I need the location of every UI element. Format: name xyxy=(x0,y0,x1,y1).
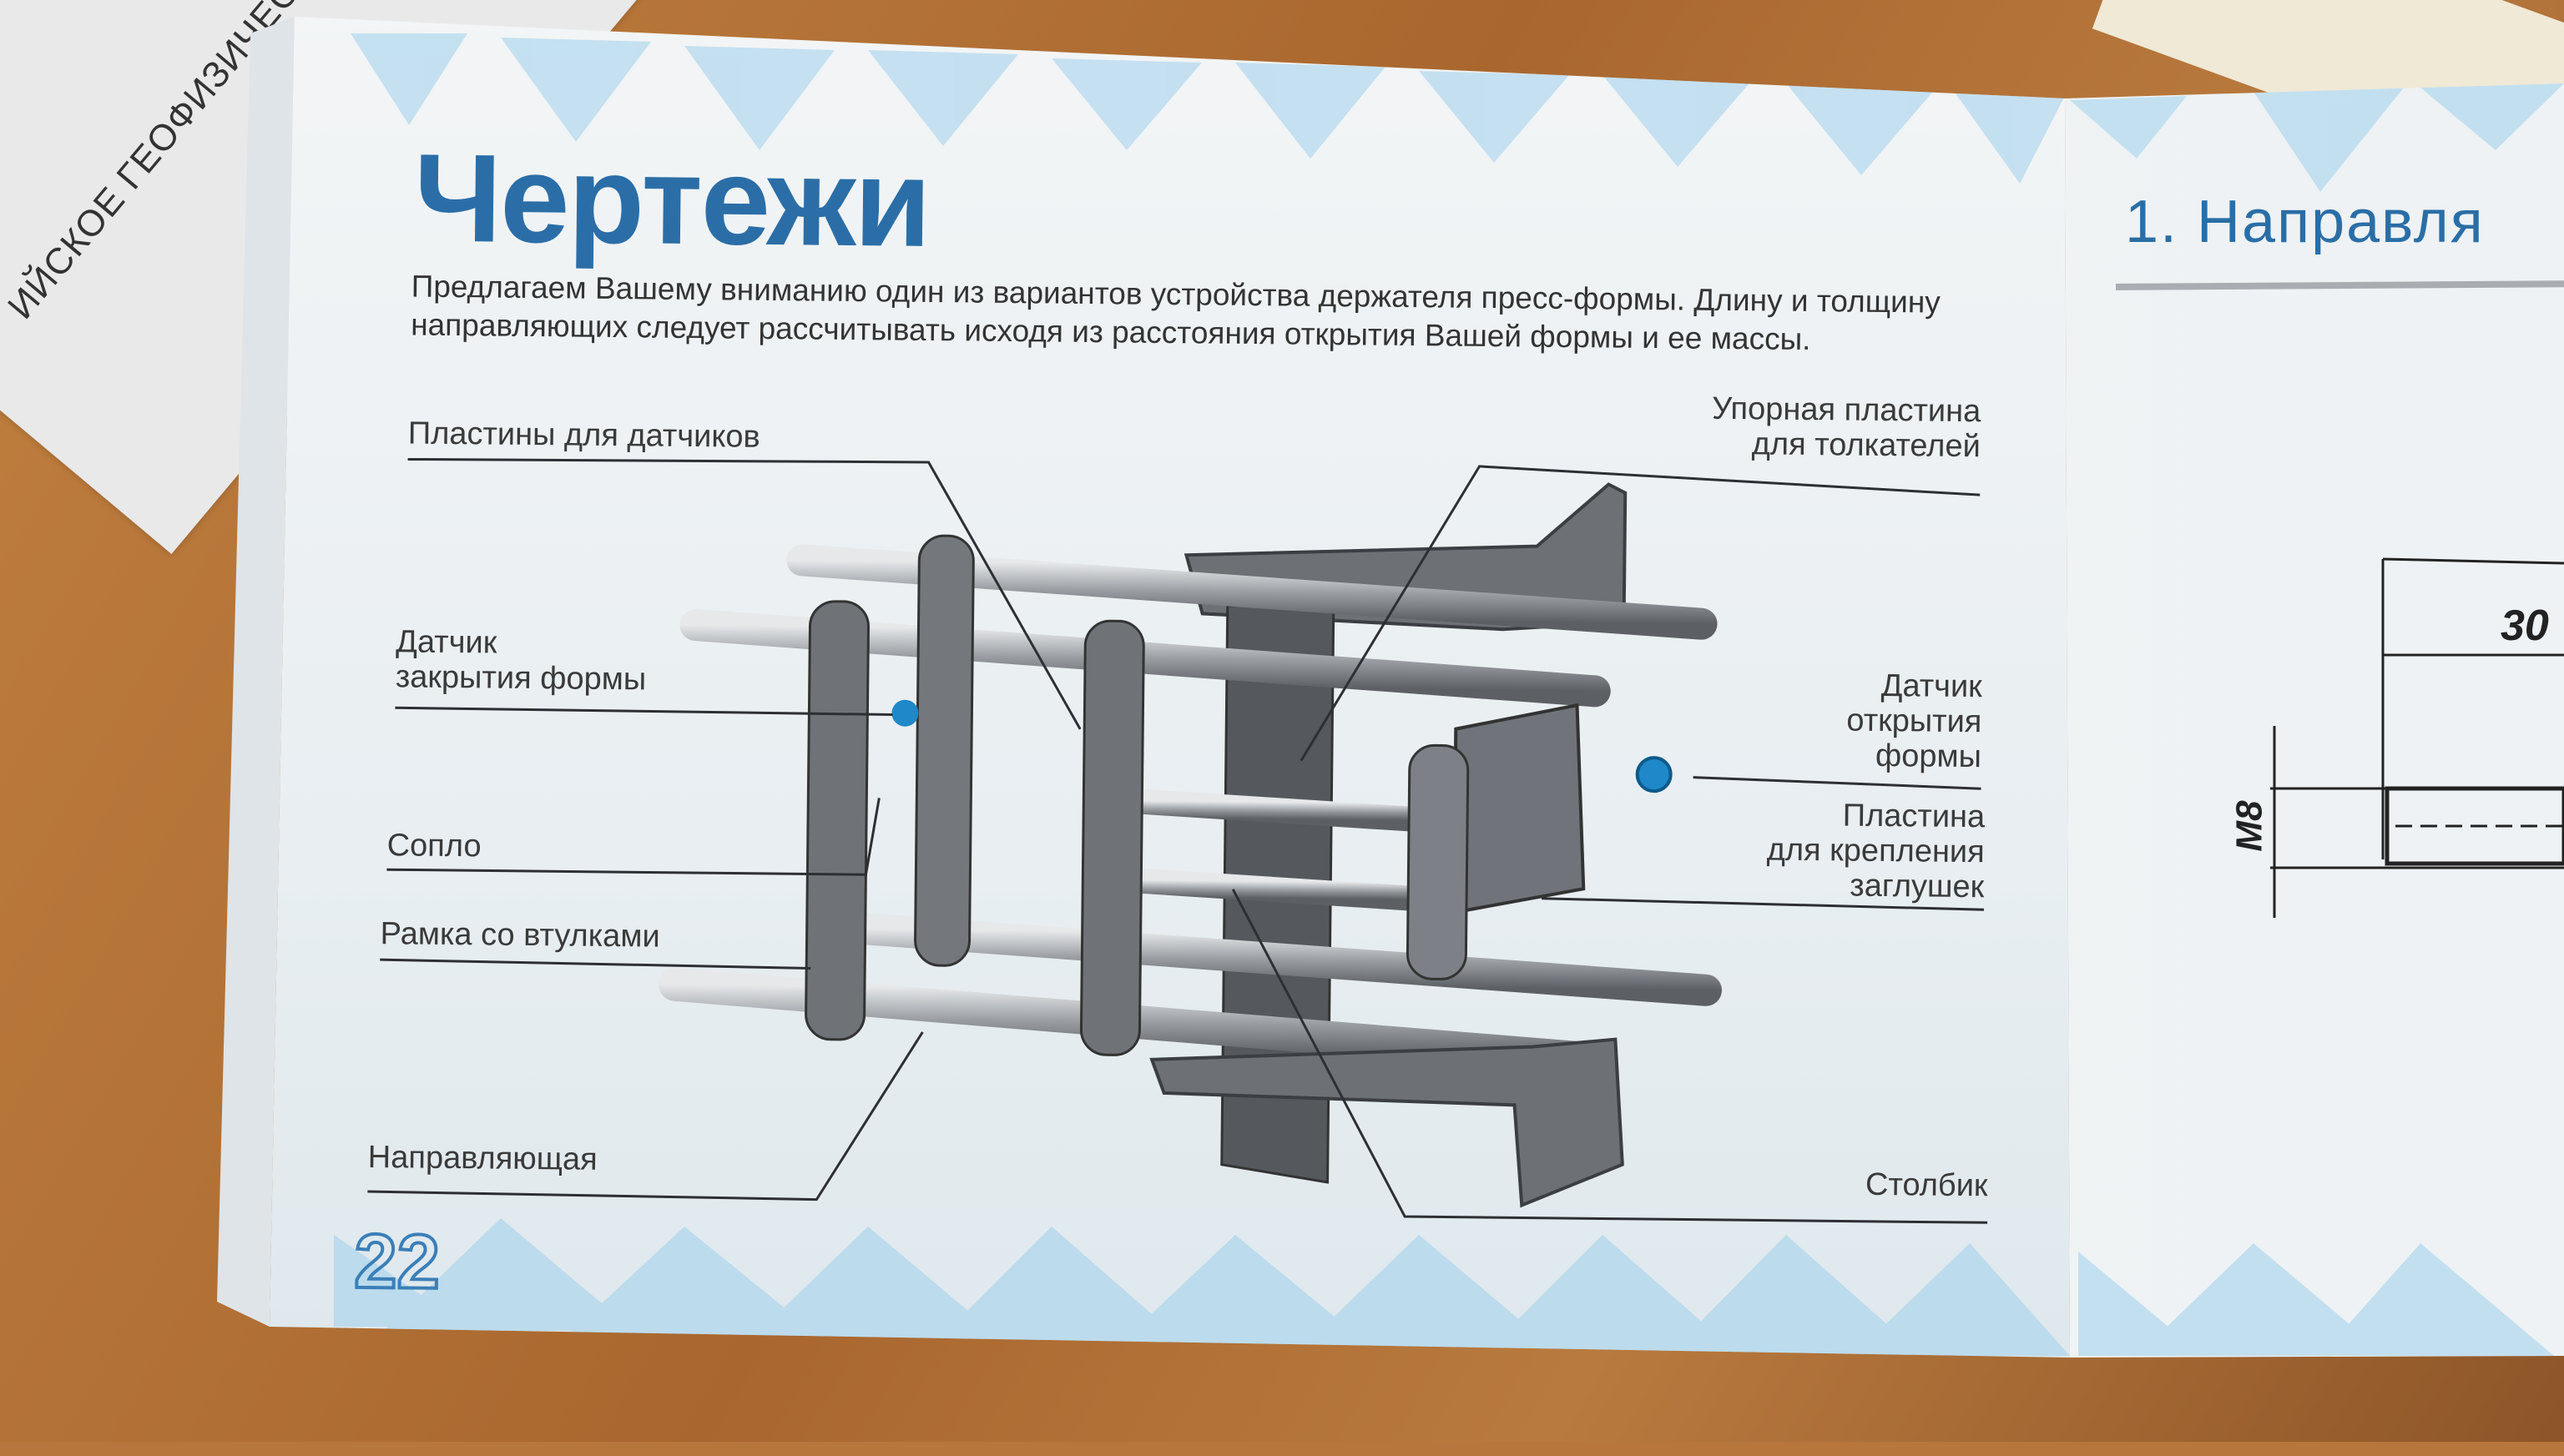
label-line: закрытия формы xyxy=(395,659,647,698)
label-plug-plate: Пластина для крепления заглушек xyxy=(1650,796,1985,904)
label-pusher-plate: Упорная пластина для толкателей xyxy=(1563,390,1981,464)
sensor-plate xyxy=(914,534,975,967)
label-open-sensor: Датчик открытия формы xyxy=(1731,667,1982,774)
guide-rod xyxy=(1113,788,1447,834)
bushing-frame xyxy=(805,600,870,1041)
label-line: открытия xyxy=(1846,703,1982,740)
label-line: для крепления xyxy=(1766,832,1985,870)
open-sensor xyxy=(1635,756,1673,793)
label-line: для толкателей xyxy=(1751,426,1981,465)
guide-rod xyxy=(848,913,1722,1006)
close-sensor xyxy=(891,699,919,727)
pusher-plate-frame xyxy=(1406,743,1470,980)
label-close-sensor: Датчик закрытия формы xyxy=(396,624,647,697)
dimension-30: 30 xyxy=(2501,602,2549,650)
label-bushing-frame: Рамка со втулками xyxy=(380,916,660,955)
sensor-plate xyxy=(1079,619,1145,1056)
label-line: Датчик xyxy=(1880,668,1983,705)
label-nozzle: Сопло xyxy=(386,828,482,864)
right-page-title: 1. Направля xyxy=(2125,189,2485,255)
label-line: Пластина xyxy=(1842,798,1986,835)
label-post: Столбик xyxy=(1865,1166,1988,1204)
label-guide: Направляющая xyxy=(367,1139,598,1177)
plug-mount-plate xyxy=(1451,703,1586,915)
bottom-tray xyxy=(1149,1037,1624,1208)
label-line: заглушек xyxy=(1850,868,1985,905)
label-sensor-plates: Пластины для датчиков xyxy=(407,416,760,455)
label-line: Упорная пластина xyxy=(1711,390,1981,430)
page-number: 22 xyxy=(352,1217,442,1307)
label-line: формы xyxy=(1875,738,1982,775)
leader-lines xyxy=(367,457,1988,1224)
guide-rod xyxy=(1112,867,1446,913)
label-line: Датчик xyxy=(396,624,497,661)
